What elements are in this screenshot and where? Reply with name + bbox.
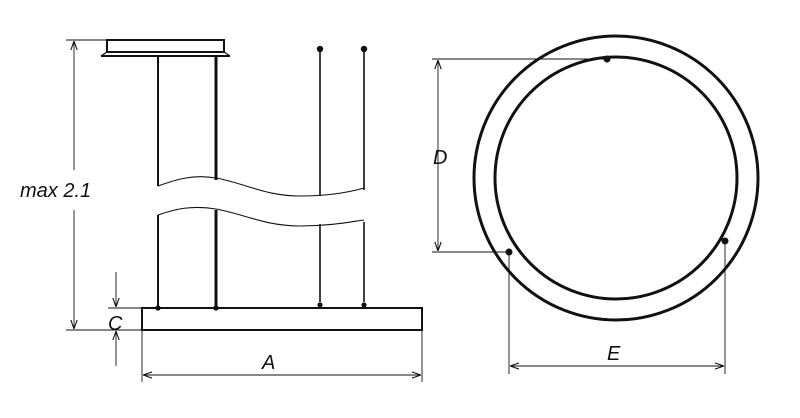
dimension-thickness bbox=[108, 272, 142, 366]
dimension-width bbox=[141, 330, 423, 382]
inner-diameter-label: D bbox=[433, 147, 447, 169]
top-view bbox=[472, 34, 760, 322]
luminaire-body-side bbox=[141, 307, 423, 331]
height-label: max 2.1 bbox=[20, 180, 91, 202]
suspension-cable-left bbox=[155, 56, 219, 311]
outer-ring bbox=[472, 34, 760, 322]
side-view bbox=[100, 39, 423, 331]
suspension-wire-right bbox=[316, 45, 368, 308]
dimension-inner-diameter bbox=[432, 58, 607, 253]
outer-diameter-label: E bbox=[607, 343, 621, 365]
width-label: A bbox=[261, 352, 275, 374]
break-lines bbox=[157, 176, 365, 227]
dimension-outer-diameter bbox=[508, 241, 726, 374]
thickness-label: C bbox=[108, 313, 123, 335]
inner-ring bbox=[493, 55, 739, 301]
ceiling-canopy bbox=[100, 39, 231, 57]
